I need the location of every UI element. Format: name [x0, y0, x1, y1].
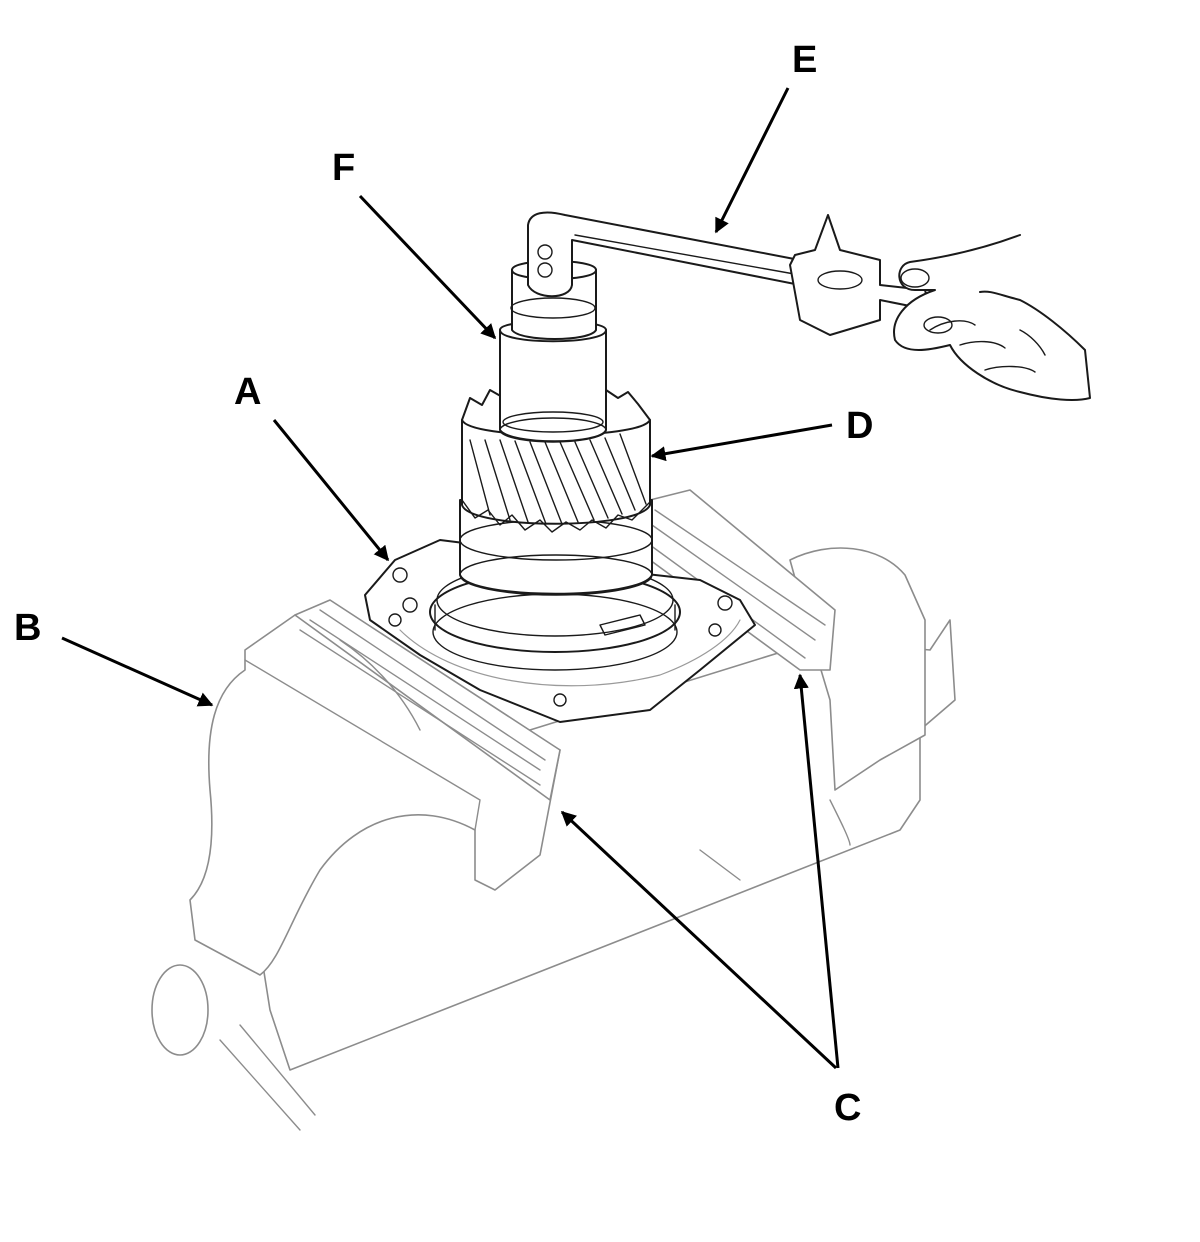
leader-e — [714, 87, 790, 234]
leader-c-right — [793, 673, 840, 1069]
leader-lines — [61, 87, 840, 1070]
leader-b — [61, 636, 214, 707]
leader-c-left — [560, 810, 838, 1070]
hand — [893, 234, 1091, 401]
leader-a — [272, 419, 390, 562]
callout-a: A — [234, 371, 261, 413]
leader-f — [358, 194, 497, 340]
leader-d — [650, 423, 833, 462]
torque-wrench — [527, 211, 931, 336]
callout-e: E — [792, 39, 817, 81]
callout-c: C — [834, 1087, 861, 1129]
callout-f: F — [332, 147, 355, 189]
callout-b: B — [14, 607, 41, 649]
transmission-housing-flange — [364, 539, 756, 723]
callout-labels: A B C D E F — [14, 39, 873, 1129]
callout-d: D — [846, 405, 873, 447]
